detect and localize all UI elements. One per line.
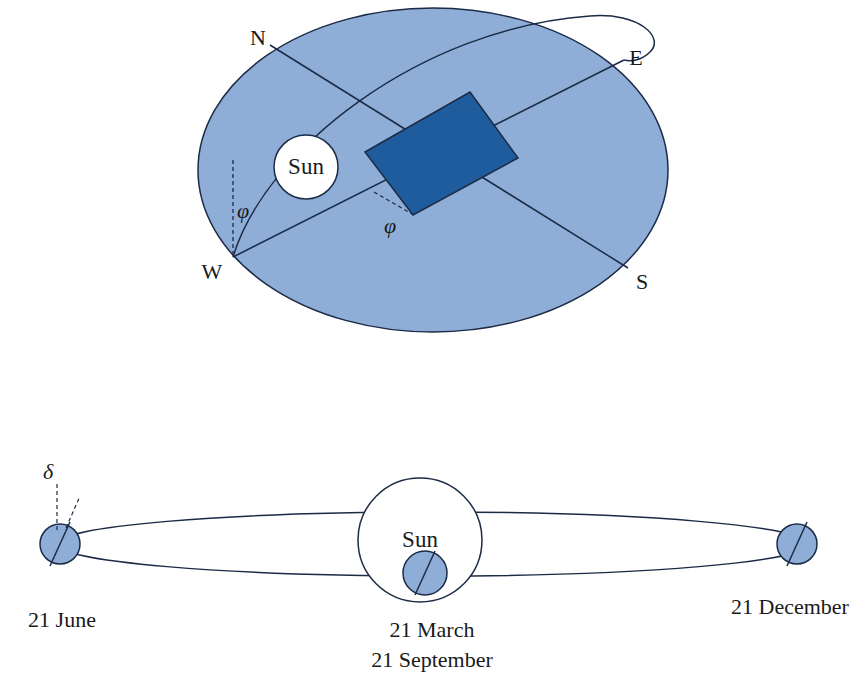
sun-large: Sun [357,477,483,603]
compass-east: E [629,46,642,70]
axis-extension [66,496,80,528]
date-label: 21 December [731,595,849,619]
earth-equinox [403,551,447,595]
horizon-plane [198,8,668,332]
sun-label: Sun [402,527,438,553]
earth-axis [50,522,70,566]
earth-axis [787,522,807,566]
north-south-line [270,45,628,268]
sun-small: Sun [273,134,339,200]
date-label: 21 June [28,608,96,632]
earth-axis [415,551,435,595]
panel-tilt-reference [374,192,412,214]
sun-outline [274,135,338,199]
vertical-reference [232,158,233,255]
sun-label: Sun [288,154,324,180]
date-label: 21 March [390,618,475,642]
compass-south: S [636,270,648,294]
angle-symbol: δ [43,460,53,484]
compass-west: W [202,260,223,284]
solar-panel [365,92,518,215]
sun-path [233,16,654,257]
angle-symbol: φ [384,214,396,238]
angle-symbol: φ [237,199,249,223]
date-label: 21 September [371,648,493,672]
sun-outline [358,478,482,602]
vertical-reference [56,484,57,530]
east-west-line [233,60,624,257]
compass-north: N [250,26,266,50]
